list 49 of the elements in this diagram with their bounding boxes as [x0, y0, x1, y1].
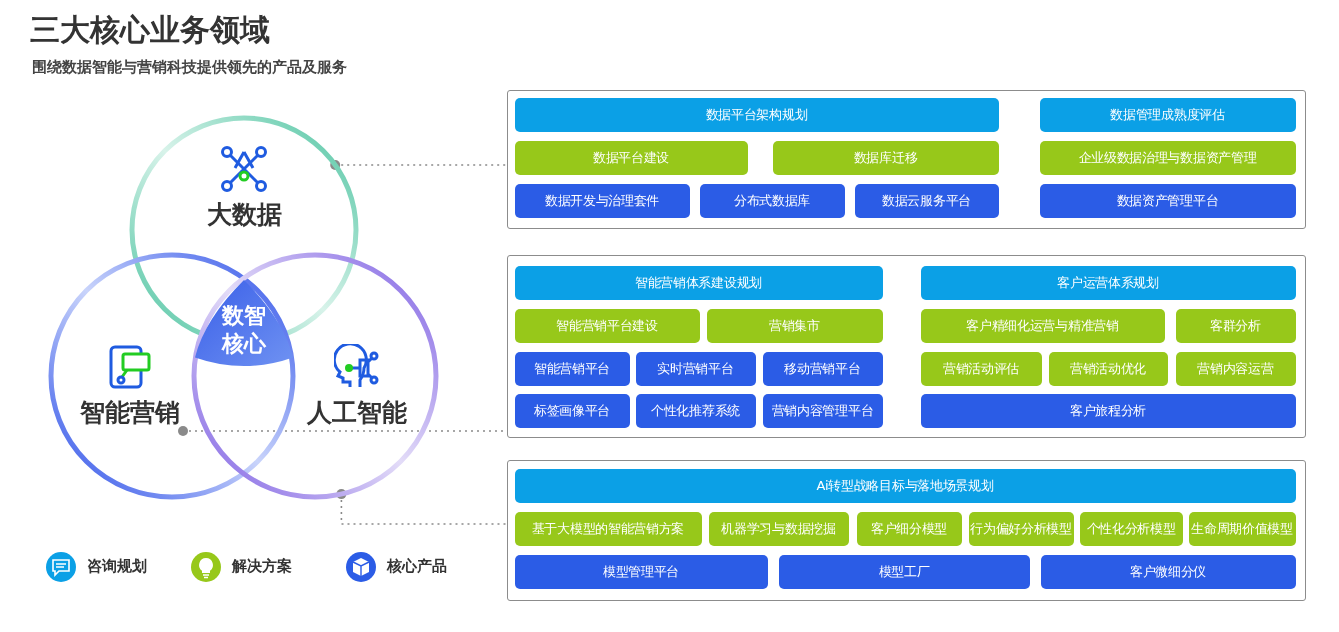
- service-box: 行为偏好分析模型: [968, 511, 1074, 546]
- legend-label: 咨询规划: [87, 557, 147, 576]
- service-box: 智能营销平台: [514, 351, 630, 386]
- core-label: 数智核心: [220, 302, 267, 358]
- service-box: 营销内容管理平台: [762, 393, 883, 428]
- service-box: 移动营销平台: [762, 351, 883, 386]
- service-box: 客户微细分仪: [1040, 554, 1296, 589]
- service-box: 客户细分模型: [856, 511, 962, 546]
- service-box: 数据管理成熟度评估: [1039, 97, 1296, 132]
- service-box: 企业级数据治理与数据资产管理: [1039, 140, 1296, 175]
- service-box: 数据云服务平台: [854, 183, 999, 218]
- service-box: 机器学习与数据挖掘: [708, 511, 849, 546]
- service-box: 个性化分析模型: [1079, 511, 1183, 546]
- service-box: 营销活动优化: [1048, 351, 1168, 386]
- legend-label: 解决方案: [232, 557, 292, 576]
- service-box: 个性化推荐系统: [635, 393, 756, 428]
- service-box: 基于大模型的智能营销方案: [514, 511, 702, 546]
- service-box: 生命周期价值模型: [1188, 511, 1296, 546]
- service-box: 智能营销平台建设: [514, 308, 700, 343]
- leader-line: [336, 489, 508, 525]
- service-box: 客群分析: [1175, 308, 1296, 343]
- service-box: 客户精细化运营与精准营销: [920, 308, 1165, 343]
- panel-frame: [507, 90, 1306, 229]
- service-box: 模型管理平台: [514, 554, 768, 589]
- service-box: 客户旅程分析: [920, 393, 1296, 428]
- panel-frame: [507, 460, 1306, 601]
- service-box: 实时营销平台: [635, 351, 756, 386]
- service-box: 标签画像平台: [514, 393, 630, 428]
- service-box: 营销内容运营: [1175, 351, 1296, 386]
- service-box: 营销活动评估: [920, 351, 1042, 386]
- legend-label: 核心产品: [387, 557, 447, 576]
- circle-label: 人工智能: [306, 397, 408, 429]
- service-box: 数据资产管理平台: [1039, 183, 1296, 218]
- circle-label: 大数据: [205, 199, 283, 231]
- service-box: Ai转型战略目标与落地场景规划: [514, 468, 1296, 503]
- service-box: 营销集市: [706, 308, 883, 343]
- service-box: 客户运营体系规划: [920, 265, 1296, 300]
- service-box: 数据库迁移: [772, 140, 999, 175]
- service-box: 数据平台建设: [514, 140, 748, 175]
- title: 三大核心业务领域: [30, 11, 270, 49]
- service-box: 模型工厂: [778, 554, 1030, 589]
- service-box: 分布式数据库: [699, 183, 845, 218]
- service-box: 智能营销体系建设规划: [514, 265, 883, 300]
- circle-label: 智能营销: [79, 397, 181, 429]
- service-box: 数据开发与治理套件: [514, 183, 690, 218]
- service-box: 数据平台架构规划: [514, 97, 999, 132]
- leader-line: [330, 160, 508, 170]
- panel-frame: [507, 255, 1306, 438]
- subtitle: 围绕数据智能与营销科技提供领先的产品及服务: [32, 58, 347, 77]
